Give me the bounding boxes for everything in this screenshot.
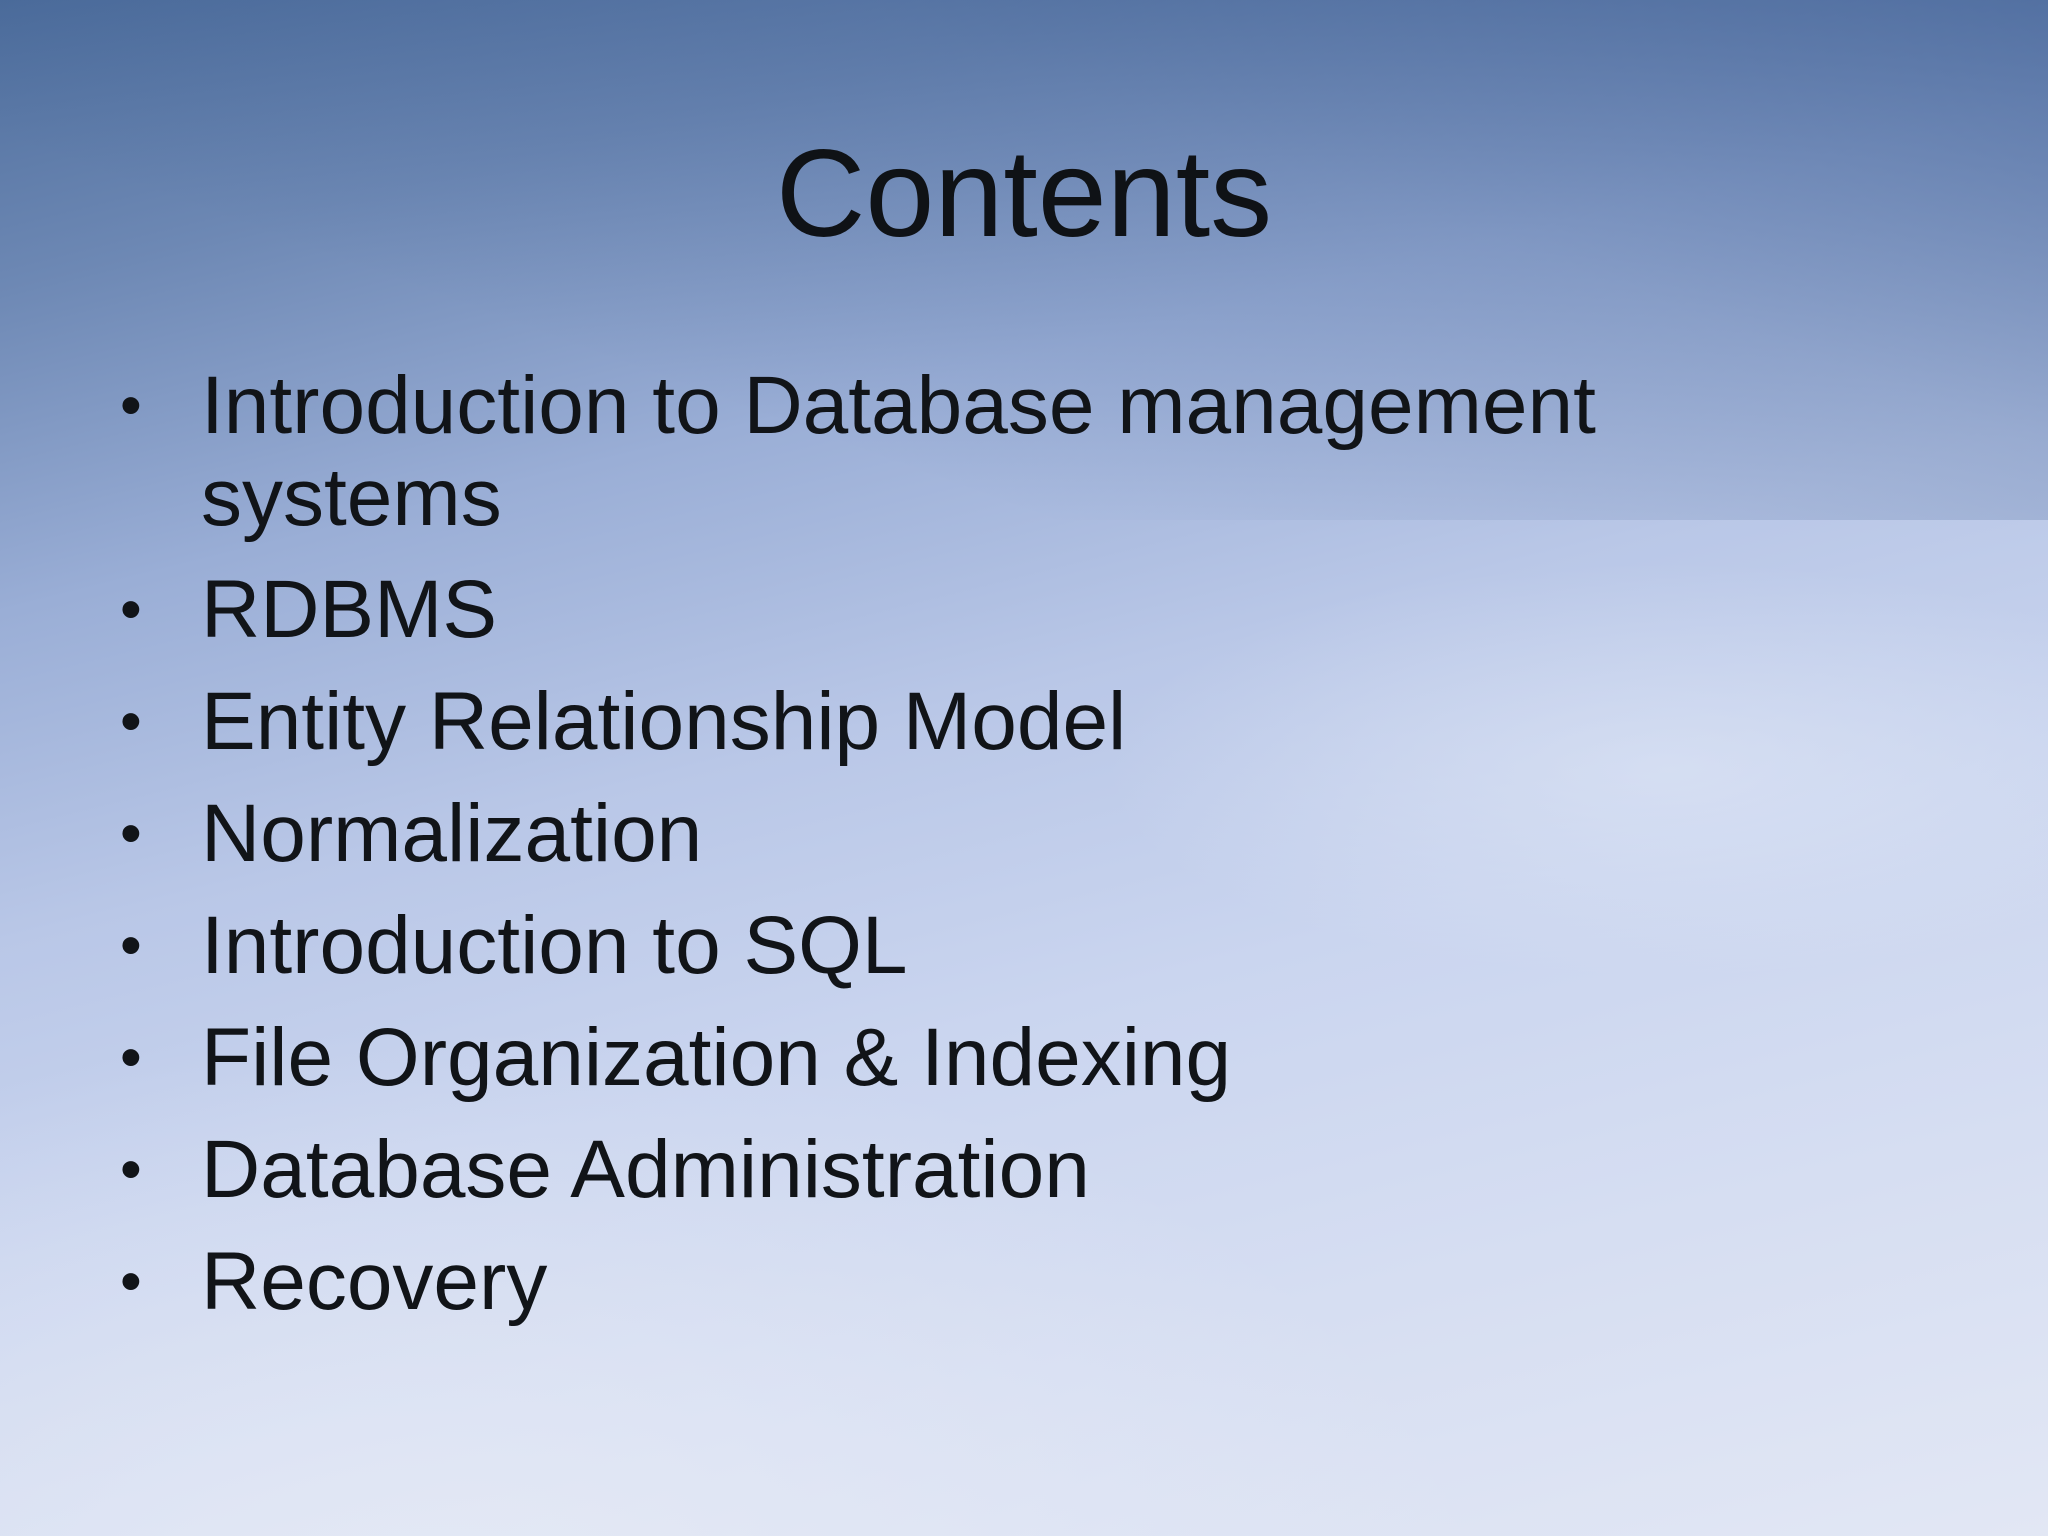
list-item: • Recovery [120,1236,1720,1328]
list-item-text: Recovery [201,1236,548,1327]
bullet-icon: • [120,911,142,980]
list-item-text: Normalization [201,788,703,879]
slide-title: Contents [775,125,1273,263]
list-item-text: RDBMS [201,564,498,655]
list-item: • Introduction to SQL [120,900,1720,992]
list-item: • Normalization [120,788,1720,880]
list-item-text: Introduction to SQL [201,900,908,991]
bullet-icon: • [120,687,142,756]
list-item: • Entity Relationship Model [120,676,1720,768]
bullet-icon: • [120,1247,142,1316]
list-item: • Introduction to Database management sy… [120,360,1720,544]
list-item: • File Organization & Indexing [120,1012,1720,1104]
list-item-text: Database Administration [201,1124,1090,1215]
bullet-icon: • [120,575,142,644]
list-item-text: Entity Relationship Model [201,676,1127,767]
bullet-icon: • [120,1135,142,1204]
bullet-icon: • [120,799,142,868]
bullet-icon: • [120,1023,142,1092]
list-item-text: File Organization & Indexing [201,1012,1232,1103]
contents-list: • Introduction to Database management sy… [120,360,1720,1348]
bullet-icon: • [120,371,142,440]
list-item: • RDBMS [120,564,1720,656]
list-item-text: Introduction to Database management syst… [201,360,1596,543]
list-item: • Database Administration [120,1124,1720,1216]
